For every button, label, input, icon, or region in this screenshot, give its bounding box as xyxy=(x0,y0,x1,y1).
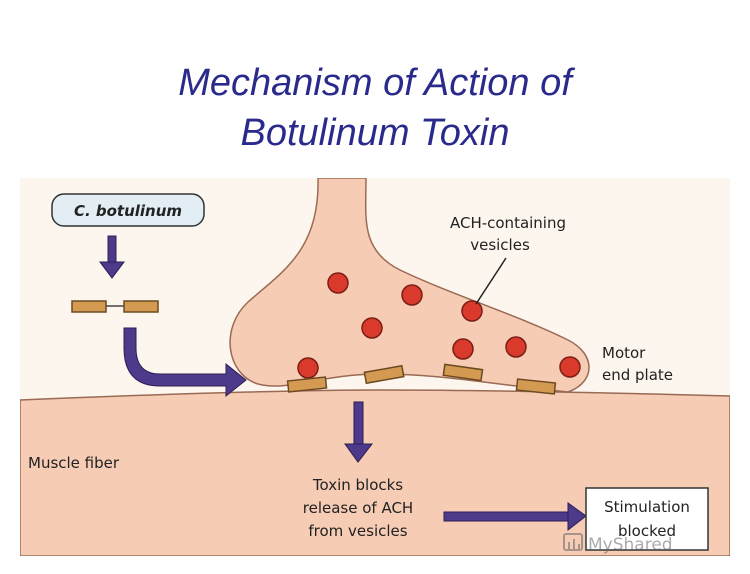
vesicle xyxy=(461,300,483,322)
toxin-fragment-heavy xyxy=(123,300,159,313)
mechanism-diagram: C. botulinum ACH-containing vesicles Mot… xyxy=(20,178,730,556)
watermark-text: MyShared xyxy=(588,535,673,555)
junction-arrow-head xyxy=(344,443,374,463)
title-line-1: Mechanism of Action of xyxy=(178,62,572,104)
toxin-label-line-2: release of ACH xyxy=(303,499,413,517)
toxin-molecule xyxy=(363,364,405,385)
stimulation-box xyxy=(585,487,709,551)
toxin-fragment-light xyxy=(71,300,107,313)
organism-box xyxy=(51,193,205,227)
vesicles-pointer xyxy=(475,257,507,305)
junction-arrow-shaft xyxy=(353,401,364,445)
result-arrow-shaft xyxy=(443,511,569,522)
motor-label-line-1: Motor xyxy=(602,344,646,362)
vesicle xyxy=(297,357,319,379)
diagram-svg: C. botulinum ACH-containing vesicles Mot… xyxy=(20,178,730,556)
vesicles-label-line-2: vesicles xyxy=(470,236,530,254)
vesicle xyxy=(327,272,349,294)
muscle-label: Muscle fiber xyxy=(28,454,120,472)
toxin-molecule xyxy=(286,376,328,393)
motor-label-line-2: end plate xyxy=(602,366,673,384)
page-title: Mechanism of Action of Botulinum Toxin xyxy=(0,58,750,158)
toxin-label-line-3: from vesicles xyxy=(308,522,407,540)
toxin-molecule xyxy=(442,363,484,382)
toxin-label-line-1: Toxin blocks xyxy=(312,476,403,494)
stim-label-line-2: blocked xyxy=(618,522,676,540)
curved-arrow xyxy=(123,327,247,398)
vesicles-label-line-1: ACH-containing xyxy=(450,214,566,232)
down-arrow-head xyxy=(99,261,125,279)
vesicle xyxy=(452,338,474,360)
vesicle xyxy=(505,336,527,358)
toxin-molecule xyxy=(515,378,557,395)
title-line-2: Botulinum Toxin xyxy=(240,112,510,154)
result-arrow-head xyxy=(567,502,587,532)
stim-label-line-1: Stimulation xyxy=(604,498,690,516)
down-arrow-shaft xyxy=(107,235,117,263)
organism-label: C. botulinum xyxy=(74,202,182,220)
watermark-logo: MyShared xyxy=(563,533,673,555)
vesicle xyxy=(401,284,423,306)
vesicle xyxy=(559,356,581,378)
vesicle xyxy=(361,317,383,339)
